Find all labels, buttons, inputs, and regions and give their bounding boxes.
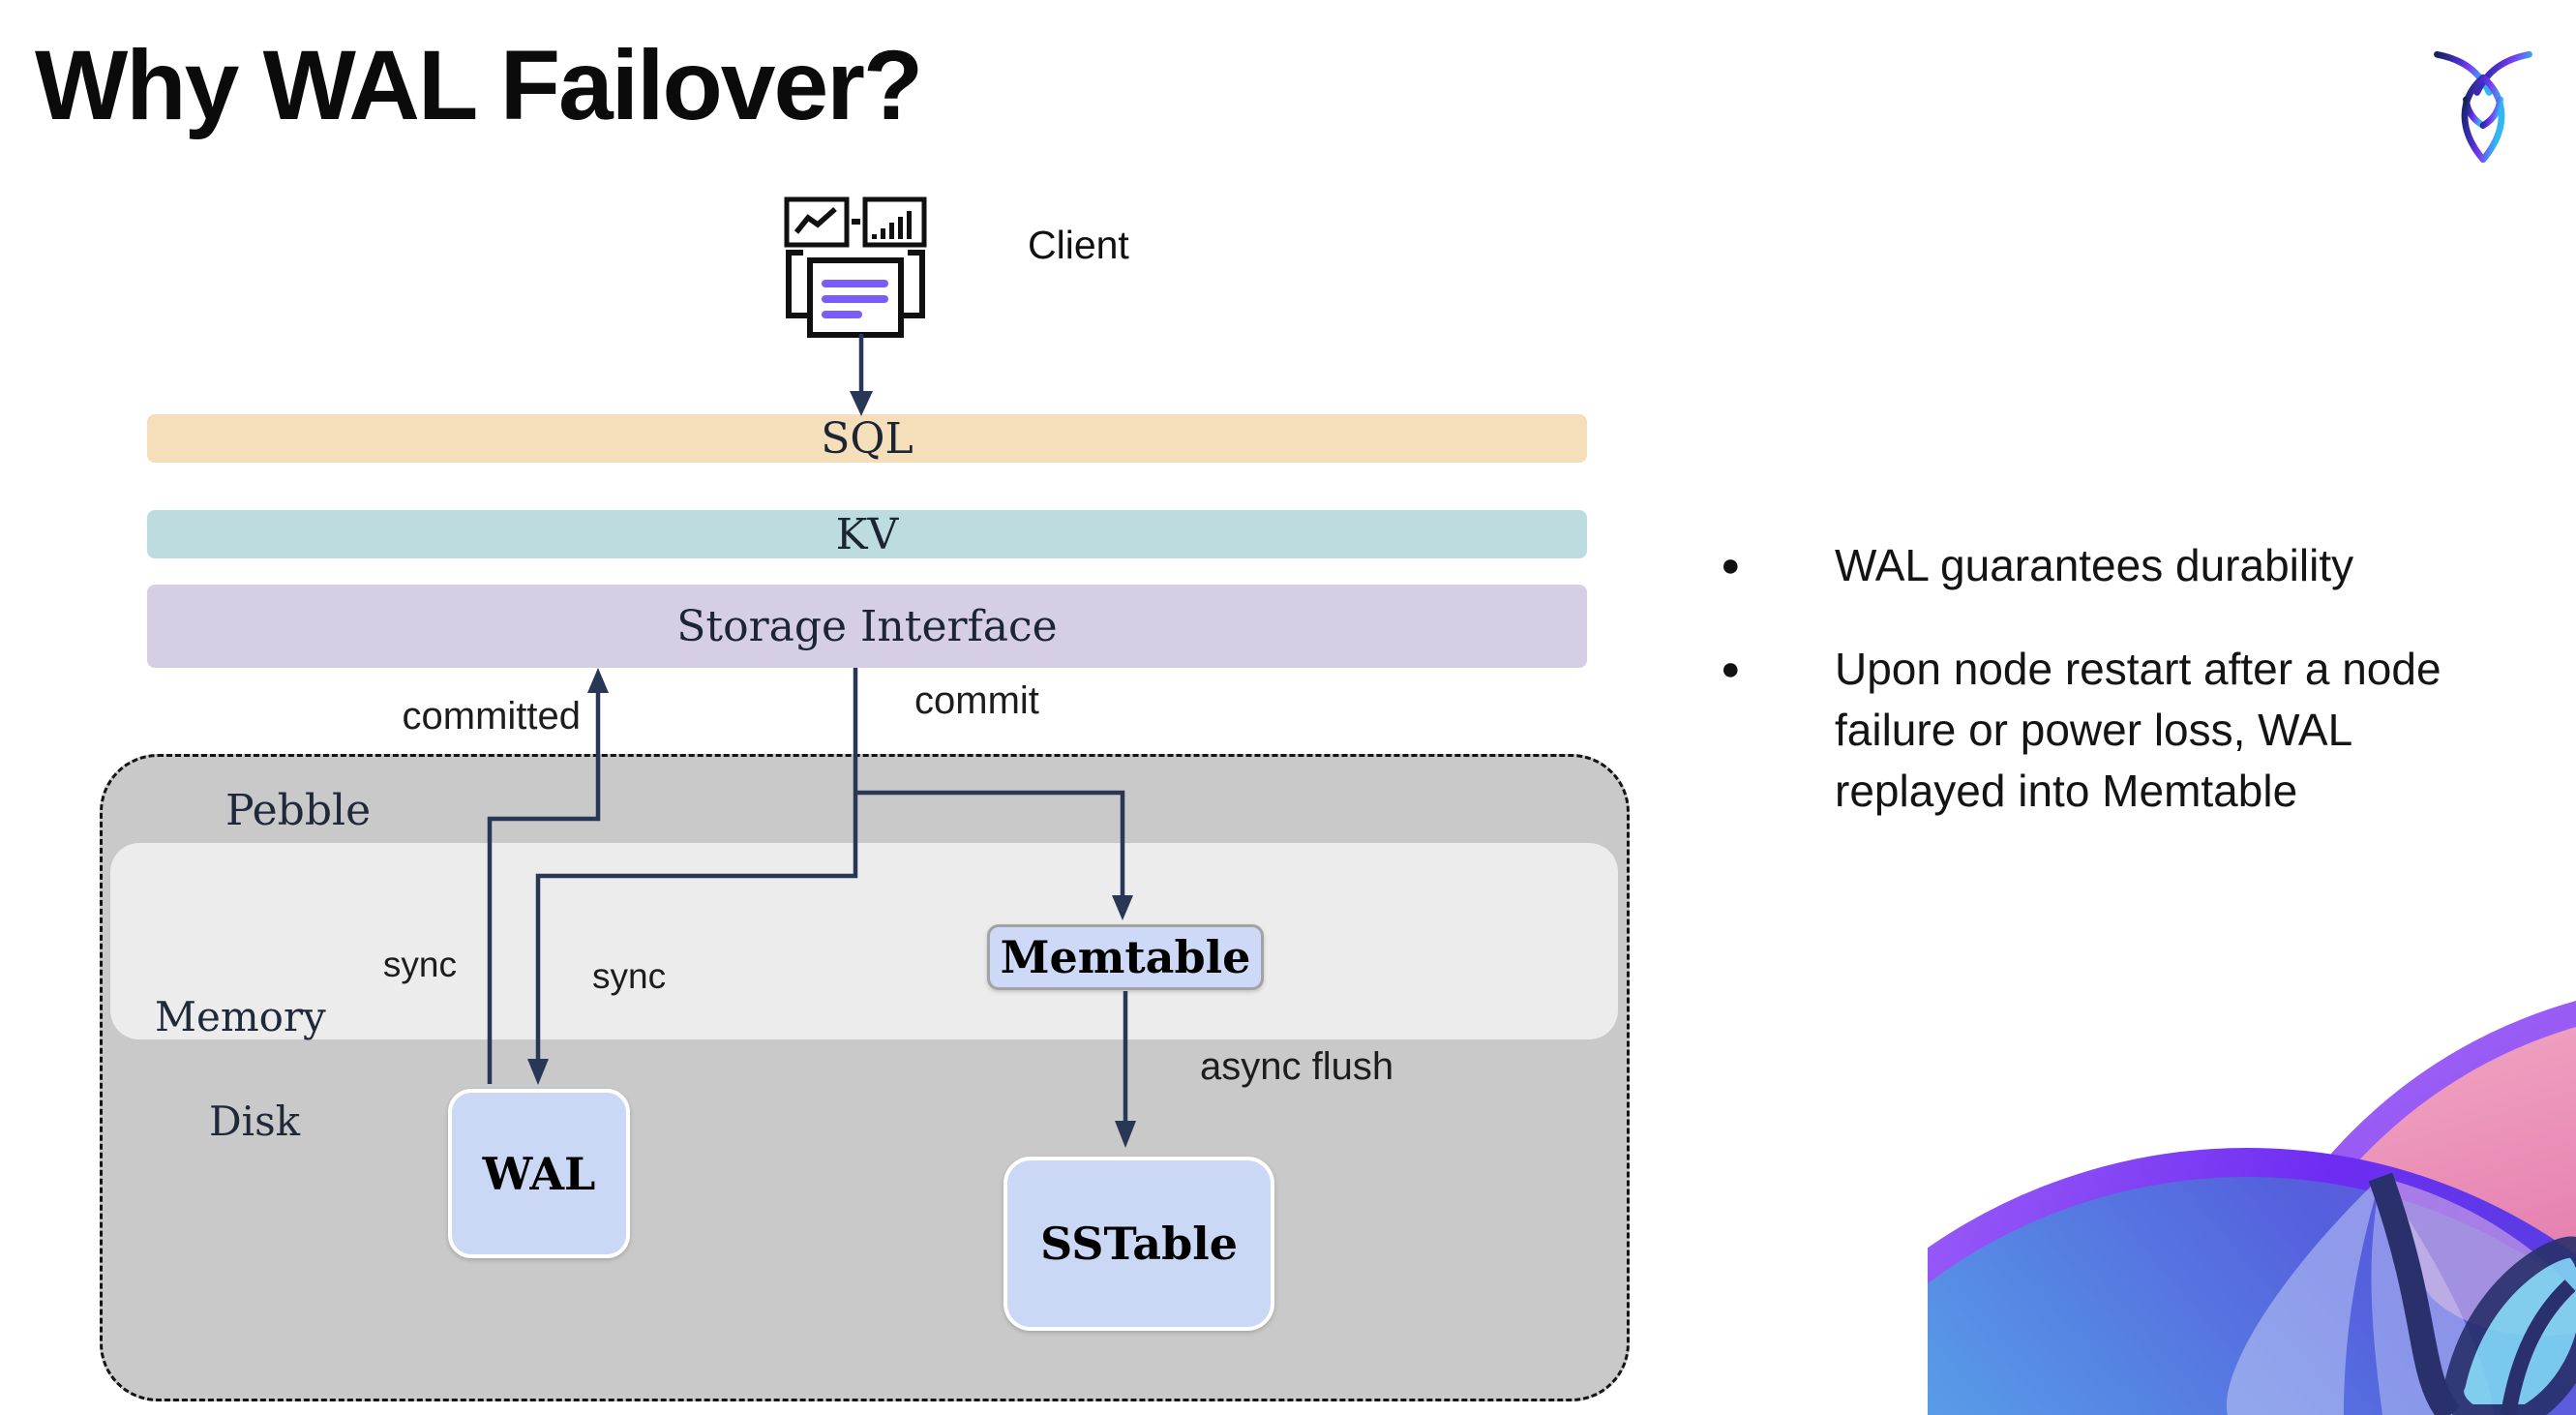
list-item: ● Upon node restart after a node failure… [1721,639,2553,822]
page-title: Why WAL Failover? [35,30,923,140]
edge-label-async-flush: async flush [1200,1045,1394,1088]
edge-label-commit: commit [914,679,1039,722]
edge-label-sync-right: sync [592,956,667,996]
layer-label-storage-interface: Storage Interface [676,601,1058,651]
bar-chart-icon [862,196,927,248]
layer-label-kv: KV [835,509,899,559]
wal-node-label: WAL [482,1147,596,1200]
wal-node: WAL [448,1089,630,1258]
list-item: ● WAL guarantees durability [1721,535,2553,596]
arrowhead-sql [850,391,873,416]
orb-petal [2226,1177,2381,1415]
cockroachdb-logo-icon [2434,50,2532,164]
layer-bar-sql: SQL [147,413,1587,464]
arrowhead-committed [587,668,609,693]
layer-bar-storage-interface: Storage Interface [147,585,1587,668]
memtable-node: Memtable [987,924,1264,990]
client-workstation-icon [784,196,927,338]
bullet-text: Upon node restart after a node failure o… [1835,644,2441,816]
memory-zone [110,843,1618,1039]
line-chart-icon [784,196,850,248]
client-label: Client [1028,223,1129,267]
edge-label-sync-left: sync [382,945,457,984]
orb-leaf [2442,1236,2576,1415]
bullet-list: ● WAL guarantees durability ● Upon node … [1721,535,2553,822]
disk-zone-label: Disk [209,1098,301,1145]
document-icon [786,250,925,338]
brand-orb-graphic [1928,1001,2576,1415]
sstable-node: SSTable [1003,1157,1274,1331]
orb-branch [2368,1172,2461,1415]
pebble-label: Pebble [225,786,372,835]
memtable-node-label: Memtable [1000,931,1251,983]
orb-leaf-vein [2501,1280,2576,1415]
edge-label-committed: committed [402,695,582,738]
memory-zone-label: Memory [155,993,326,1040]
bullet-dot: ● [1721,650,1741,687]
orb-blue-rim [1928,1148,2576,1292]
dash-connector [852,219,860,225]
bullet-dot: ● [1721,547,1741,584]
sstable-node-label: SSTable [1040,1218,1238,1270]
layer-bar-kv: KV [147,509,1587,559]
layer-label-sql: SQL [821,413,914,464]
bullet-text: WAL guarantees durability [1835,540,2354,590]
